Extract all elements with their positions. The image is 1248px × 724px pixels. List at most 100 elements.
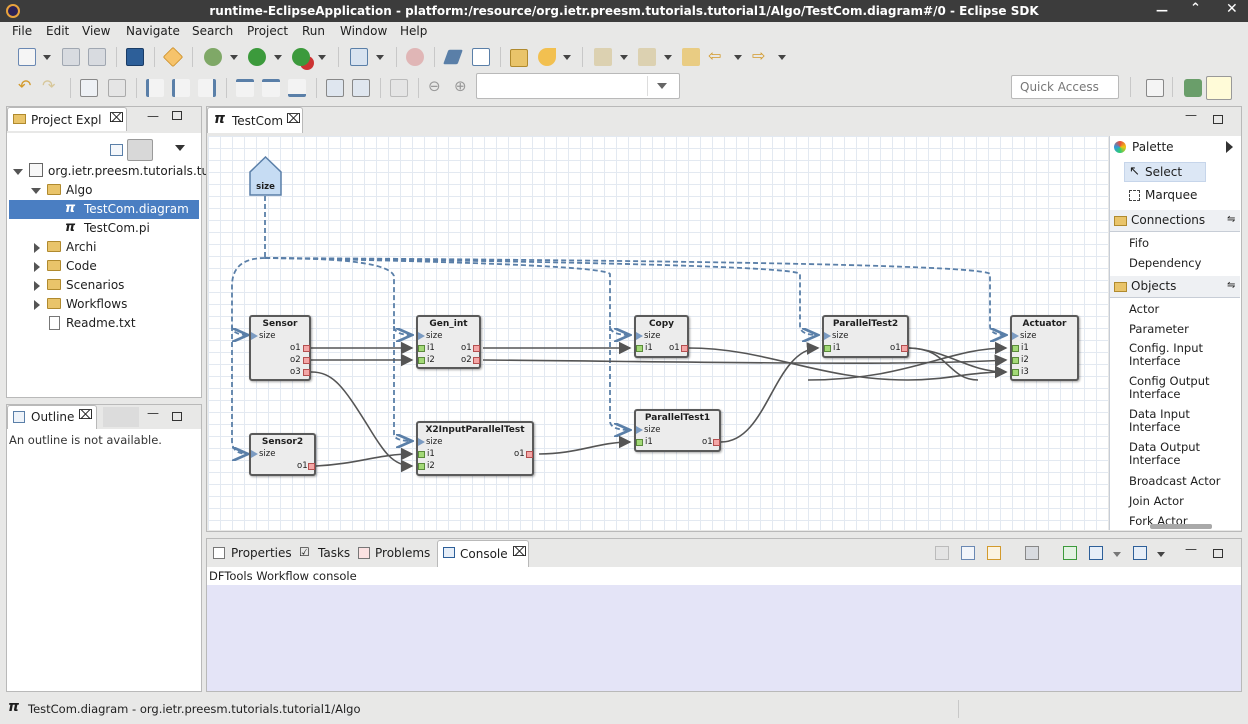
expand-icon[interactable] (34, 300, 40, 310)
menu-search[interactable]: Search (192, 24, 234, 38)
chevron-down-icon[interactable] (318, 55, 326, 60)
menu-project[interactable]: Project (247, 24, 289, 38)
tree-item-readme[interactable]: Readme.txt (7, 314, 201, 333)
chevron-down-icon[interactable] (1113, 552, 1121, 557)
output-port-pin[interactable] (681, 345, 688, 352)
palette-scrollbar[interactable] (1150, 524, 1212, 529)
new-server-icon[interactable] (350, 48, 368, 66)
open-console-icon[interactable] (1133, 546, 1147, 560)
actor-parallel-test1[interactable]: ParallelTest1 size i1 o1 (634, 409, 721, 452)
preesm-icon[interactable] (162, 46, 184, 68)
output-port-pin[interactable] (526, 451, 533, 458)
maximize-icon[interactable] (1213, 115, 1223, 124)
collapse-palette-icon[interactable] (1226, 141, 1233, 153)
actor-sensor2[interactable]: Sensor2 size o1 (249, 433, 316, 476)
input-port-pin[interactable] (636, 345, 643, 352)
close-icon[interactable]: ⌧ (512, 545, 527, 560)
debug-icon[interactable] (204, 48, 222, 66)
menu-file[interactable]: File (12, 24, 33, 38)
tab-properties[interactable]: Properties (209, 542, 295, 564)
preesm-perspective-icon[interactable] (1206, 76, 1232, 100)
palette-item-data-input-interface[interactable]: Data Input Interface (1129, 407, 1190, 434)
chevron-down-icon[interactable] (563, 55, 571, 60)
tree-item-code[interactable]: Code (7, 257, 201, 276)
input-port-pin[interactable] (824, 345, 831, 352)
input-port-pin[interactable] (1012, 369, 1019, 376)
zoom-in-icon[interactable]: ⊕ (454, 77, 467, 95)
chevron-down-icon[interactable] (175, 145, 185, 151)
save-console-icon[interactable] (1025, 546, 1039, 560)
align-center-icon[interactable] (172, 79, 190, 97)
maximize-window-button[interactable]: ⌃ (1190, 1, 1201, 16)
open-perspective-icon[interactable] (1146, 79, 1164, 97)
run-icon[interactable] (248, 48, 266, 66)
clear-console-icon[interactable] (935, 546, 949, 560)
match-width-icon[interactable] (326, 79, 344, 97)
menu-edit[interactable]: Edit (46, 24, 70, 38)
tree-project[interactable]: org.ietr.preesm.tutorials.tu (7, 162, 209, 181)
output-port-pin[interactable] (303, 357, 310, 364)
tree-item-archi[interactable]: Archi (7, 238, 201, 257)
skip-breakpoints-icon[interactable] (406, 48, 424, 66)
chevron-down-icon[interactable] (734, 55, 742, 60)
expand-icon[interactable] (31, 188, 41, 194)
terminal-icon[interactable] (126, 48, 144, 66)
back-icon[interactable]: ⇦ (708, 46, 722, 65)
align-top-icon[interactable] (236, 79, 254, 97)
open-type-icon[interactable] (443, 49, 463, 65)
input-port-pin[interactable] (1012, 345, 1019, 352)
minimize-icon[interactable]: — (147, 109, 159, 123)
save-icon[interactable] (62, 48, 80, 66)
palette-item-data-output-interface[interactable]: Data Output Interface (1129, 440, 1201, 467)
tool-marquee[interactable]: Marquee (1124, 185, 1206, 205)
palette-item-config-input-interface[interactable]: Config. Input Interface (1129, 341, 1203, 368)
palette-drawer-connections[interactable]: Connections ⇋ (1110, 210, 1240, 232)
maximize-icon[interactable] (1213, 549, 1223, 558)
chevron-down-icon[interactable] (43, 55, 51, 60)
match-height-icon[interactable] (352, 79, 370, 97)
close-window-button[interactable]: ✕ (1226, 1, 1238, 17)
pin-console-icon[interactable] (1063, 546, 1077, 560)
maximize-icon[interactable] (172, 412, 182, 421)
palette-item-dependency[interactable]: Dependency (1129, 256, 1202, 270)
menu-run[interactable]: Run (302, 24, 326, 38)
tree-item-testcom-pi[interactable]: π TestCom.pi (7, 219, 201, 238)
palette-item-parameter[interactable]: Parameter (1129, 322, 1189, 336)
tree-item-workflows[interactable]: Workflows (7, 295, 201, 314)
menu-window[interactable]: Window (340, 24, 388, 38)
actor-sensor[interactable]: Sensor size o1 o2 o3 (249, 315, 311, 381)
expand-icon[interactable] (34, 243, 40, 253)
pin-drawer-icon[interactable]: ⇋ (1227, 214, 1236, 225)
paste-icon[interactable] (108, 79, 126, 97)
search-tool-icon[interactable] (538, 48, 556, 66)
input-port-pin[interactable] (1012, 357, 1019, 364)
tab-problems[interactable]: Problems (355, 542, 435, 564)
redo-icon[interactable]: ↷ (42, 76, 56, 95)
output-port-pin[interactable] (901, 345, 908, 352)
chevron-down-icon[interactable] (274, 55, 282, 60)
tab-tasks[interactable]: ☑ Tasks (297, 542, 353, 564)
output-port-pin[interactable] (308, 463, 315, 470)
chevron-down-icon[interactable] (620, 55, 628, 60)
previous-annotation-icon[interactable] (638, 48, 656, 66)
output-port-pin[interactable] (473, 357, 480, 364)
tab-testcom[interactable]: π TestCom ⌧ (207, 107, 303, 133)
quick-access-field[interactable]: Quick Access (1011, 75, 1119, 99)
tab-outline[interactable]: Outline ⌧ (7, 405, 97, 429)
tree-item-algo[interactable]: Algo (7, 181, 201, 200)
copy-icon[interactable] (80, 79, 98, 97)
chevron-down-icon[interactable] (778, 55, 786, 60)
align-left-icon[interactable] (146, 79, 164, 97)
expand-icon[interactable] (13, 169, 23, 175)
menu-help[interactable]: Help (400, 24, 428, 38)
input-port-pin[interactable] (418, 357, 425, 364)
tool-select[interactable]: ↖ Select (1124, 162, 1206, 182)
chevron-down-icon[interactable] (230, 55, 238, 60)
minimize-icon[interactable]: — (1185, 108, 1197, 122)
minimize-icon[interactable]: — (1185, 542, 1197, 556)
output-port-pin[interactable] (473, 345, 480, 352)
menu-navigate[interactable]: Navigate (126, 24, 180, 38)
close-icon[interactable]: ⌧ (78, 408, 93, 423)
expand-icon[interactable] (34, 281, 40, 291)
save-all-icon[interactable] (88, 48, 106, 66)
